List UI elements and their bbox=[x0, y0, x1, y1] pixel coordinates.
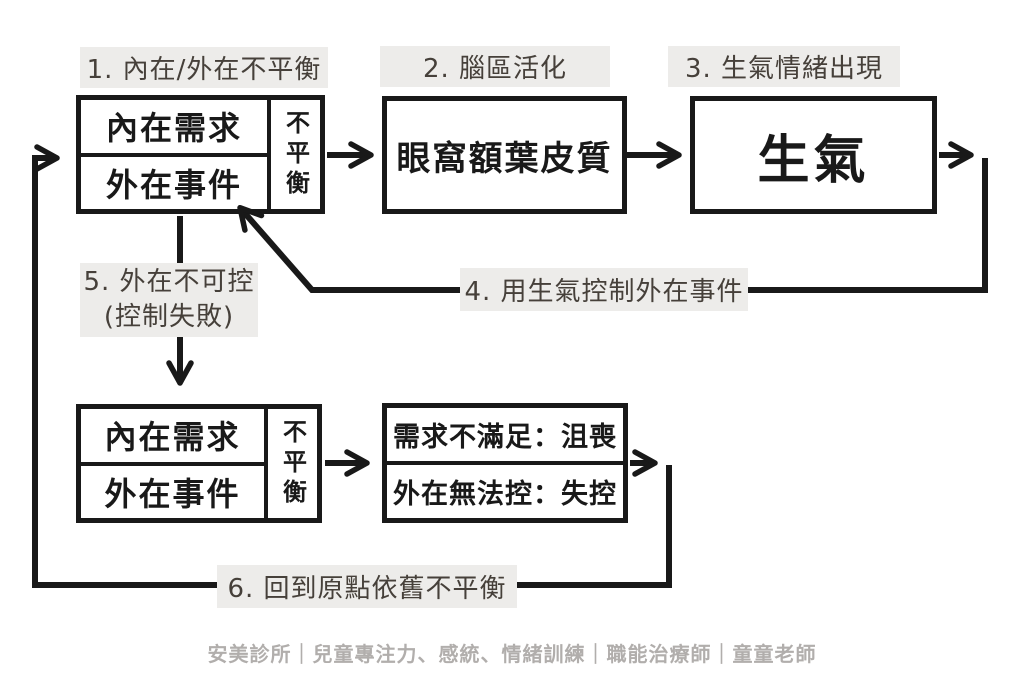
step3-label: 3. 生氣情緒出現 bbox=[668, 46, 900, 87]
outcome-row1: 需求不滿足：沮喪 bbox=[387, 408, 623, 465]
imbalance-side-column: 不平衡 bbox=[267, 100, 320, 209]
step3-label-text: 3. 生氣情緒出現 bbox=[684, 54, 884, 84]
outcome-row2: 外在無法控：失控 bbox=[393, 479, 617, 510]
step4-label: 4. 用生氣控制外在事件 bbox=[460, 268, 748, 311]
anger-text: 生氣 bbox=[757, 130, 870, 191]
imbalance-vertical-text: 不平衡 bbox=[281, 109, 310, 200]
outer-event-cell: 外在事件 bbox=[104, 474, 241, 513]
imbalance-side-column: 不平衡 bbox=[264, 409, 317, 518]
imbalance-box-bottom: 內在需求 外在事件 不平衡 bbox=[76, 404, 322, 523]
step6-label-text: 6. 回到原點依舊不平衡 bbox=[227, 574, 507, 604]
brain-region-box: 眼窩額葉皮質 bbox=[382, 96, 627, 214]
step2-label: 2. 腦區活化 bbox=[380, 46, 610, 87]
step5-label-line1: 5. 外在不可控 bbox=[83, 267, 255, 297]
imbalance-vertical-text: 不平衡 bbox=[278, 418, 307, 509]
imbalance-box-top-cells: 內在需求 外在事件 bbox=[81, 100, 267, 209]
watermark-text: 安美診所｜兒童專注力、感統、情緒訓練｜職能治療師｜童童老師 bbox=[207, 642, 817, 666]
outcome-box: 需求不滿足：沮喪 外在無法控：失控 bbox=[382, 403, 628, 523]
step1-label: 1. 內在/外在不平衡 bbox=[80, 47, 328, 88]
step2-label-text: 2. 腦區活化 bbox=[422, 54, 568, 84]
imbalance-box-bottom-cells: 內在需求 外在事件 bbox=[81, 409, 264, 518]
outer-event-cell: 外在事件 bbox=[105, 165, 242, 204]
inner-need-cell: 內在需求 bbox=[81, 100, 267, 157]
step5-label: 5. 外在不可控 (控制失敗) bbox=[80, 263, 258, 337]
step5-label-line2: (控制失敗) bbox=[103, 302, 235, 332]
brain-region-text: 眼窩額葉皮質 bbox=[396, 138, 613, 179]
step6-label: 6. 回到原點依舊不平衡 bbox=[217, 565, 517, 608]
arrow-step6-loop bbox=[32, 144, 672, 588]
step1-label-text: 1. 內在/外在不平衡 bbox=[86, 55, 322, 85]
anger-box: 生氣 bbox=[690, 96, 937, 214]
step4-label-text: 4. 用生氣控制外在事件 bbox=[464, 277, 744, 307]
imbalance-box-top: 內在需求 外在事件 不平衡 bbox=[76, 95, 325, 214]
inner-need-cell: 內在需求 bbox=[81, 409, 264, 466]
